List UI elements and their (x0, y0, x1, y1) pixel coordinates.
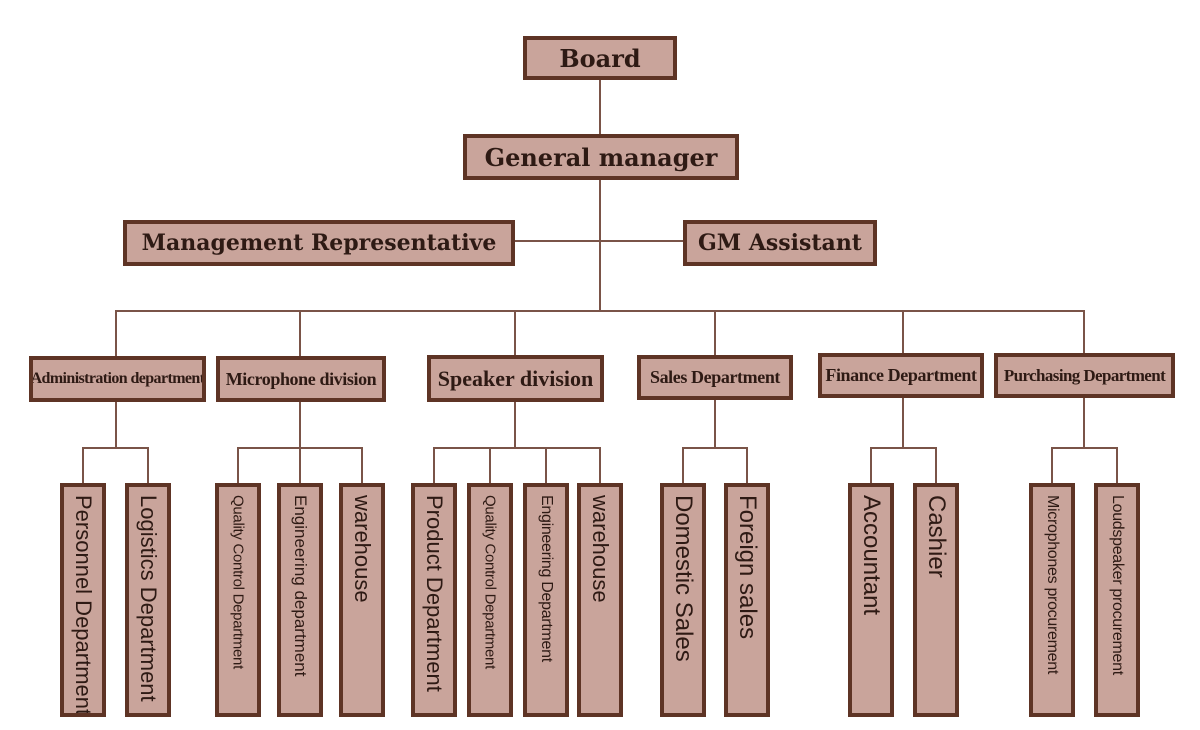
connector-dept-drop (115, 310, 117, 358)
connector-sub-drop (870, 447, 872, 485)
connector-departments-bus (115, 310, 1084, 312)
department-node-speaker-division: Speaker division (427, 355, 604, 402)
sub-node-domestic-sales: Domestic Sales (660, 483, 706, 717)
sub-node-engineering-department: Engineering Department (523, 483, 569, 717)
department-node-finance: Finance Department (818, 353, 984, 398)
connector-sub-bus (682, 447, 748, 449)
connector-sub-stem (714, 398, 716, 448)
department-node-microphone-division: Microphone division (216, 356, 386, 402)
connector-dept-drop (514, 310, 516, 358)
connector-sub-stem (299, 400, 301, 448)
connector-sub-drop (1051, 447, 1053, 485)
connector-sub-drop (545, 447, 547, 485)
connector-sub-stem (514, 400, 516, 448)
management-representative-node: Management Representative (123, 220, 515, 266)
connector-sub-drop (237, 447, 239, 485)
connector-sub-bus (1051, 447, 1118, 449)
connector-sub-stem (115, 400, 117, 448)
sub-node-cashier: Cashier (913, 483, 959, 717)
sub-node-quality-control-department: Quality Control Department (467, 483, 513, 717)
connector-sub-drop (682, 447, 684, 485)
connector-dept-drop (714, 310, 716, 358)
sub-node-engineering-department: Engineering department (277, 483, 323, 717)
connector-sub-drop (935, 447, 937, 485)
connector-sub-bus (433, 447, 601, 449)
connector-dept-drop (299, 310, 301, 358)
sub-node-warehouse: warehouse (339, 483, 385, 717)
connector-sub-drop (599, 447, 601, 485)
connector-sub-drop (433, 447, 435, 485)
general-manager-node: General manager (463, 134, 739, 180)
connector-sub-stem (1083, 396, 1085, 448)
connector-sub-drop (746, 447, 748, 485)
department-node-sales: Sales Department (637, 355, 793, 400)
connector-dept-drop (902, 310, 904, 356)
sub-node-quality-control-department: Quality Control Department (215, 483, 261, 717)
connector-sub-bus (870, 447, 937, 449)
sub-node-accountant: Accountant (848, 483, 894, 717)
department-node-purchasing: Purchasing Department (994, 353, 1175, 398)
connector-sub-stem (902, 396, 904, 448)
department-node-administration: Administration department (29, 356, 206, 402)
connector-board-gm (599, 78, 601, 136)
sub-node-foreign-sales: Foreign sales (724, 483, 770, 717)
sub-node-loudspeaker-procurement: Loudspeaker procurement (1094, 483, 1140, 717)
connector-sub-drop (489, 447, 491, 485)
connector-sub-drop (299, 447, 301, 485)
sub-node-product-department: Product Department (411, 483, 457, 717)
gm-assistant-node: GM Assistant (683, 220, 877, 266)
sub-node-personnel-department: Personnel Department (60, 483, 106, 717)
board-node: Board (523, 36, 677, 80)
connector-sub-drop (361, 447, 363, 485)
sub-node-warehouse: warehouse (577, 483, 623, 717)
sub-node-logistics-department: Logistics Department (125, 483, 171, 717)
connector-sub-drop (147, 447, 149, 485)
connector-sub-drop (1116, 447, 1118, 485)
connector-sub-bus (82, 447, 149, 449)
connector-sub-drop (82, 447, 84, 485)
connector-dept-drop (1083, 310, 1085, 356)
connector-gm-trunk (599, 178, 601, 311)
connector-staff-horizontal (513, 240, 685, 242)
sub-node-microphones-procurement: Microphones procurement (1029, 483, 1075, 717)
